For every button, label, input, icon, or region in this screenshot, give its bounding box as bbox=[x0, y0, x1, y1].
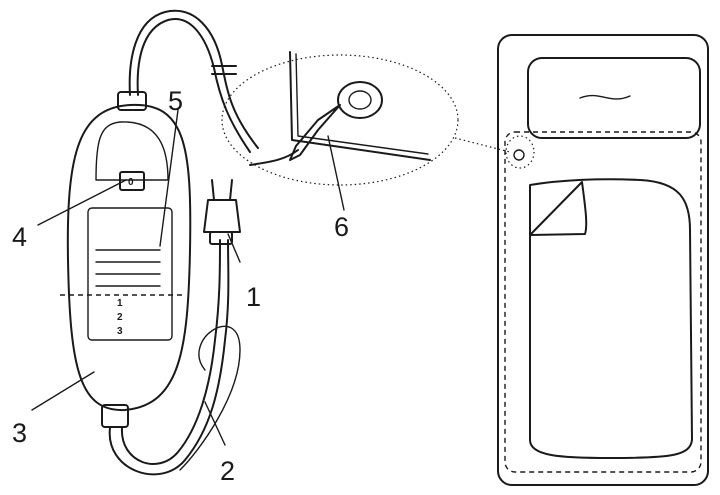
zoom-pointer bbox=[454, 137, 511, 153]
plug bbox=[203, 179, 241, 245]
connector-ring bbox=[337, 81, 383, 119]
connector-location-marker bbox=[505, 135, 535, 169]
cable-loop bbox=[179, 325, 241, 471]
bed-frame bbox=[497, 34, 709, 486]
pillow bbox=[527, 57, 701, 139]
heated-blanket-outline bbox=[504, 131, 702, 473]
pillow-crease bbox=[579, 94, 631, 100]
level-2-label: 2 bbox=[117, 312, 123, 323]
callout-6: 6 bbox=[334, 212, 349, 242]
callout-1: 1 bbox=[246, 282, 261, 312]
leader-line-4 bbox=[37, 179, 127, 226]
lower-cable bbox=[108, 239, 230, 476]
vent-grille bbox=[95, 249, 161, 287]
level-1-label: 1 bbox=[117, 298, 123, 309]
plug-prong-right bbox=[229, 179, 233, 201]
plug-body bbox=[203, 199, 241, 233]
level-3-label: 3 bbox=[117, 326, 123, 337]
controller: 0 1 2 3 bbox=[60, 91, 192, 428]
leader-line-2 bbox=[204, 401, 226, 446]
upper-cable bbox=[128, 9, 259, 149]
leader-line-1 bbox=[227, 233, 241, 263]
controller-strain-relief-bottom bbox=[101, 404, 129, 428]
leader-line-6 bbox=[327, 135, 345, 211]
controller-housing bbox=[66, 103, 192, 412]
leader-line-5 bbox=[159, 109, 179, 247]
zoom-bubble bbox=[221, 54, 459, 186]
callout-4: 4 bbox=[12, 222, 27, 252]
plug-prong-left bbox=[211, 179, 215, 201]
callout-5: 5 bbox=[168, 86, 183, 116]
leader-line-3 bbox=[31, 371, 95, 411]
controller-strain-relief-top bbox=[117, 91, 147, 111]
power-switch bbox=[119, 171, 145, 191]
connector-detail bbox=[249, 51, 431, 166]
callout-2: 2 bbox=[220, 456, 235, 486]
connector-location-icon bbox=[513, 149, 525, 161]
duvet bbox=[529, 178, 693, 459]
blanket-top-view bbox=[497, 34, 709, 486]
connector-plug bbox=[289, 104, 341, 161]
callout-3: 3 bbox=[12, 418, 27, 448]
heat-level-panel bbox=[87, 207, 173, 341]
blanket-corner-edge bbox=[289, 51, 431, 161]
duvet-folded-corner bbox=[529, 181, 588, 236]
power-switch-label: 0 bbox=[128, 177, 134, 188]
